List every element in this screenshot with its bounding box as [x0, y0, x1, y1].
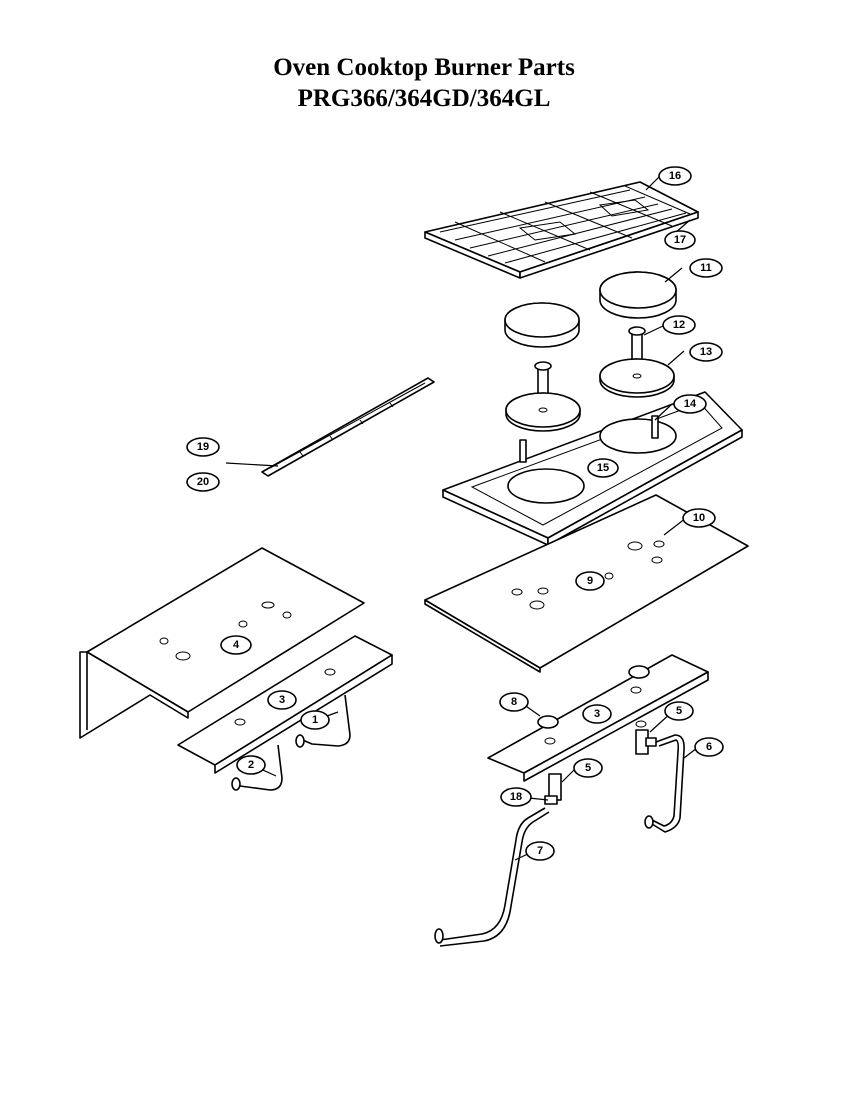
svg-text:5: 5 [585, 762, 591, 774]
svg-text:17: 17 [674, 234, 686, 246]
svg-text:4: 4 [233, 639, 240, 651]
svg-text:8: 8 [511, 696, 517, 708]
svg-text:2: 2 [248, 759, 254, 771]
panel-4 [79, 547, 365, 739]
svg-text:15: 15 [597, 462, 609, 474]
callout-1: 1 [300, 710, 330, 730]
svg-text:9: 9 [587, 575, 593, 587]
support-rail [261, 377, 435, 477]
callout-3-right: 3 [582, 704, 612, 724]
burner-cap-right [599, 271, 677, 319]
svg-text:20: 20 [197, 476, 209, 488]
burner-grate [424, 181, 699, 279]
callout-7: 7 [525, 841, 555, 861]
callout-5-lower: 5 [573, 758, 603, 778]
valve-upper [635, 729, 657, 755]
model-numbers: PRG366/364GD/364GL [297, 85, 551, 112]
burner-base-left [505, 361, 581, 432]
svg-text:16: 16 [669, 170, 681, 182]
callout-18: 18 [500, 787, 532, 807]
callout-14: 14 [673, 394, 707, 414]
svg-text:19: 19 [197, 441, 209, 453]
svg-text:12: 12 [673, 319, 685, 331]
gas-tube-6 [644, 734, 685, 833]
callout-5-upper: 5 [664, 701, 694, 721]
svg-text:13: 13 [700, 346, 712, 358]
callout-13: 13 [689, 342, 723, 362]
svg-text:11: 11 [700, 262, 712, 274]
diagram-title: Oven Cooktop Burner Parts [273, 54, 575, 81]
callout-12: 12 [662, 315, 696, 335]
svg-text:10: 10 [693, 512, 705, 524]
svg-text:18: 18 [510, 791, 522, 803]
callout-16: 16 [658, 166, 692, 186]
callout-6: 6 [694, 737, 724, 757]
gas-tube-7 [434, 807, 550, 947]
callout-19: 19 [186, 437, 220, 457]
callout-9: 9 [575, 571, 605, 591]
svg-text:5: 5 [676, 705, 682, 717]
burner-base-right [599, 326, 675, 398]
callout-11: 11 [689, 258, 723, 278]
svg-text:3: 3 [279, 694, 285, 706]
gas-tube-2 [231, 744, 283, 791]
svg-text:1: 1 [312, 714, 318, 726]
callout-10: 10 [682, 508, 716, 528]
callout-8: 8 [499, 692, 529, 712]
callout-2: 2 [236, 755, 266, 775]
svg-text:7: 7 [537, 845, 543, 857]
valve-lower [544, 773, 562, 805]
callout-15: 15 [587, 458, 619, 478]
gas-tube-1 [295, 694, 351, 748]
callout-4: 4 [220, 635, 252, 655]
callout-3-left: 3 [267, 690, 297, 710]
svg-text:14: 14 [684, 398, 697, 410]
callout-17: 17 [664, 230, 696, 250]
burner-cap-left [504, 302, 580, 348]
svg-text:3: 3 [594, 708, 600, 720]
callout-20: 20 [186, 472, 220, 492]
svg-text:6: 6 [706, 741, 712, 753]
